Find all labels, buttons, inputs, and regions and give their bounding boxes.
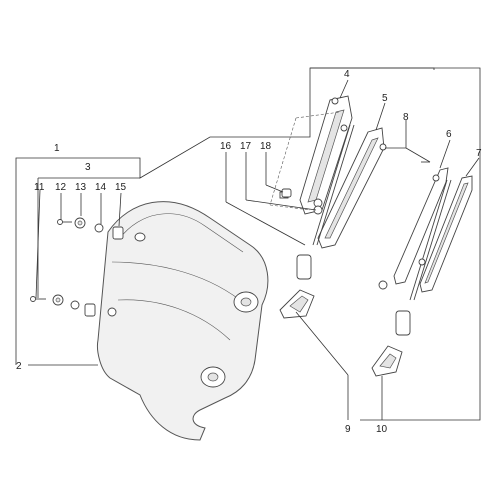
- callout-3: 3: [85, 162, 91, 173]
- callout-18: 18: [260, 141, 272, 152]
- slide-rod-left: [312, 124, 355, 246]
- hardware-set-upper: [57, 217, 124, 240]
- callout-12: 12: [55, 182, 67, 193]
- callout-16: 16: [220, 141, 232, 152]
- callout-1: 1: [54, 143, 60, 154]
- callout-7: 7: [476, 148, 482, 159]
- callout-5: 5: [382, 93, 388, 104]
- callout-15: 15: [115, 182, 127, 193]
- windscreen: [97, 201, 269, 441]
- hardware-set-lower: [30, 294, 96, 317]
- slide-cover-left: [317, 127, 385, 249]
- small-screws: [281, 143, 430, 290]
- callout-2: 2: [16, 361, 22, 372]
- callout-leaders: [28, 79, 480, 420]
- callout-8: 8: [403, 112, 409, 123]
- callout-4: 4: [344, 69, 350, 80]
- callout-6: 6: [446, 129, 452, 140]
- callout-numbers: 1 2 3 4 5 6 7 8 9 10 11 12 13 14 15 16 1…: [16, 69, 482, 435]
- mount-foot-left: [279, 254, 315, 319]
- callout-13: 13: [75, 182, 87, 193]
- callout-10: 10: [376, 424, 388, 435]
- slide-cover-right: [419, 175, 473, 293]
- callout-14: 14: [95, 182, 107, 193]
- slide-rail-right: [393, 167, 452, 301]
- callout-11: 11: [34, 182, 45, 193]
- mount-foot-right: [371, 310, 411, 377]
- callout-17: 17: [240, 141, 252, 152]
- callout-9: 9: [345, 424, 351, 435]
- motor-bracket: [269, 95, 353, 215]
